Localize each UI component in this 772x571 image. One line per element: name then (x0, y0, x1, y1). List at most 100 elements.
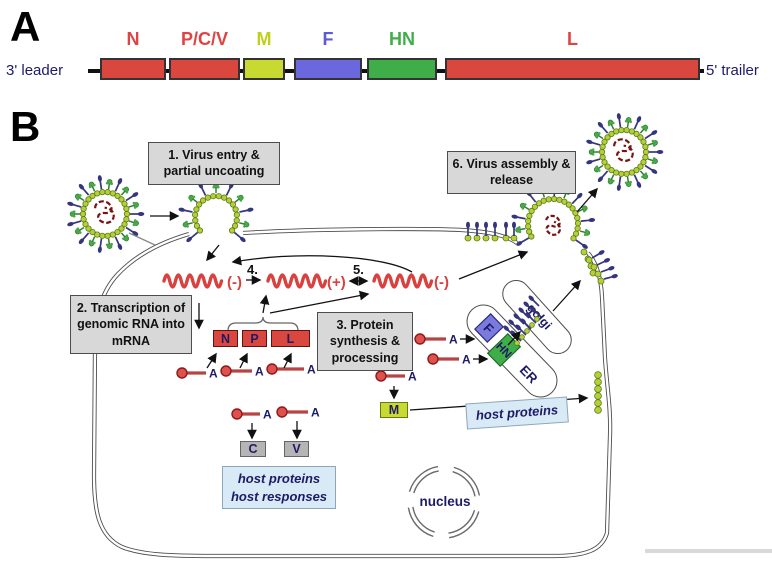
navy-spike-icon (580, 218, 596, 223)
protein-box-v: V (284, 441, 309, 457)
antigenome-positive-label: (+) (327, 274, 346, 291)
navy-spike-icon (616, 176, 622, 191)
navy-spike-icon (633, 116, 642, 130)
navy-spike-icon (186, 231, 199, 243)
tether-line (128, 232, 156, 246)
rna-antigenome-positive (266, 273, 328, 289)
navy-spike-icon (67, 220, 82, 227)
rna-progeny-negative (372, 273, 434, 289)
arrow-brace-to-plus (259, 294, 270, 314)
navy-spike-icon (616, 113, 622, 128)
gene-label-F: F (322, 29, 334, 49)
navy-spike-icon (504, 221, 508, 236)
fusing-virion (178, 182, 254, 243)
navy-spike-icon (525, 312, 537, 324)
green-spike-icon (120, 232, 130, 242)
navy-spike-icon (591, 250, 605, 259)
navy-spike-icon (130, 212, 145, 216)
membrane-protein-clusters (464, 221, 518, 242)
green-spike-icon (607, 119, 615, 130)
green-spike-icon (624, 176, 632, 187)
polya-label: A (209, 367, 218, 381)
green-spike-icon (639, 124, 649, 134)
genome-negative-label: (-) (227, 274, 242, 291)
green-spike-icon (607, 174, 615, 185)
host-responses-line: host responses (230, 488, 328, 504)
arrow-mrna-to-p (238, 352, 248, 369)
trailer-label: 5' trailer (706, 62, 759, 79)
green-spike-icon (128, 219, 139, 227)
budding-virion (511, 181, 597, 277)
navy-spike-icon (484, 221, 488, 236)
m-protein-dots (594, 371, 602, 414)
navy-spike-icon (644, 164, 658, 174)
gene-label-L: L (567, 29, 578, 49)
green-spike-icon (647, 139, 658, 147)
polya-label: A (311, 406, 320, 420)
green-spike-icon (182, 220, 193, 228)
navy-spike-icon (575, 239, 588, 249)
green-spike-icon (105, 238, 113, 249)
navy-spike-icon (78, 183, 90, 196)
navy-spike-icon (239, 207, 254, 213)
nucleus-label: nucleus (419, 494, 471, 509)
step-box-3: 3. Protein synthesis & processing (317, 312, 413, 371)
entry-virion (67, 175, 145, 253)
gene-box-HN (367, 58, 437, 80)
arrow-golgi-to-membrane (552, 279, 581, 312)
protein-box-c: C (240, 441, 266, 457)
navy-spike-icon (466, 221, 470, 236)
navy-spike-icon (97, 175, 103, 190)
arrow-budding-to-release (576, 187, 598, 213)
arrow-er-to-golgi (507, 330, 521, 346)
mrna: A (231, 408, 272, 422)
panel-b-label: B (10, 103, 41, 150)
mrna: A (276, 406, 320, 420)
released-membrane-proteins (585, 250, 618, 285)
protein-box-p: P (242, 330, 267, 347)
navy-spike-icon (511, 214, 526, 220)
navy-spike-icon (516, 237, 530, 246)
navy-spike-icon (597, 170, 609, 183)
green-spike-icon (647, 157, 658, 165)
navy-spike-icon (597, 121, 609, 134)
arrow-fusion-to-rna (206, 244, 220, 262)
gene-label-HN: HN (389, 29, 415, 49)
nucleus-outline (407, 465, 481, 539)
navy-spike-icon (649, 150, 664, 154)
gene-box-L (445, 58, 700, 80)
polya-label: A (255, 365, 264, 379)
protein-box-l: L (271, 330, 310, 347)
gene-label-N: N (126, 29, 140, 49)
gene-label-P/C/V: P/C/V (180, 29, 229, 49)
polya-label: A (307, 363, 316, 377)
green-spike-icon (624, 117, 632, 128)
navy-spike-icon (530, 306, 542, 318)
polya-label: A (408, 370, 417, 384)
navy-spike-icon (644, 130, 658, 140)
green-spike-icon (88, 236, 96, 247)
mrna: A (375, 370, 417, 384)
navy-spike-icon (178, 207, 193, 213)
green-spike-icon (105, 179, 113, 190)
cell-membrane (91, 226, 613, 559)
polya-label: A (462, 353, 471, 367)
gene-label-M: M (256, 29, 272, 49)
green-spike-icon (120, 186, 130, 196)
progeny-negative-label: (-) (434, 274, 449, 291)
green-spike-icon (74, 226, 85, 235)
arrow-return-arc (231, 255, 413, 273)
npl-brace (227, 316, 299, 332)
navy-spike-icon (512, 221, 516, 236)
navy-spike-icon (603, 274, 618, 280)
green-spike-icon (88, 181, 96, 192)
navy-spike-icon (520, 318, 532, 330)
protein-box-m: M (380, 402, 408, 418)
navy-spike-icon (233, 231, 246, 243)
navy-spike-icon (571, 192, 583, 205)
mrna: A (266, 363, 316, 377)
navy-spike-icon (528, 295, 540, 307)
step-box-6: 6. Virus assembly & release (447, 151, 576, 194)
